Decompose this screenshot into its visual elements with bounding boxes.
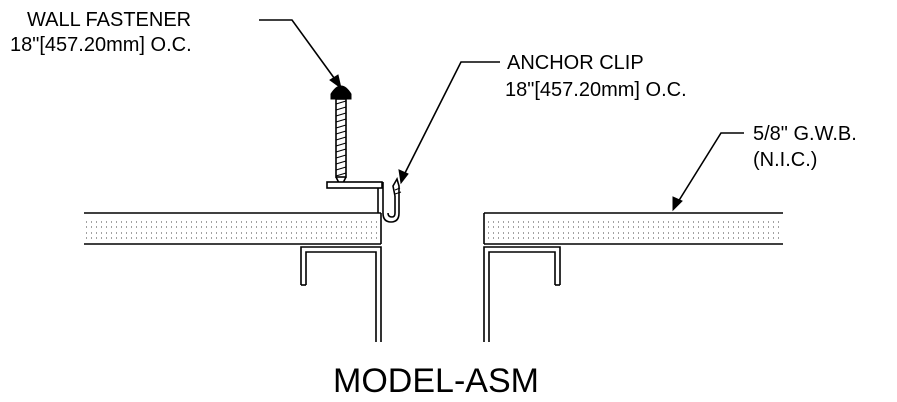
left-stud-channel xyxy=(300,246,382,342)
anchor-clip-spacing: 18"[457.20mm] O.C. xyxy=(505,79,687,101)
wall-fastener-label: WALL FASTENER xyxy=(27,9,191,31)
leader-anchor-clip xyxy=(398,61,500,185)
leader-wall-fastener xyxy=(259,19,342,90)
left-gypsum-board xyxy=(84,212,382,245)
right-gypsum-board xyxy=(483,212,783,245)
wall-fastener-spacing: 18"[457.20mm] O.C. xyxy=(10,34,192,56)
gwb-note: (N.I.C.) xyxy=(753,149,817,171)
right-stud-channel xyxy=(483,246,561,342)
anchor-clip xyxy=(326,176,402,223)
gwb-label: 5/8" G.W.B. xyxy=(753,123,857,145)
wall-fastener-screw xyxy=(330,85,352,189)
anchor-clip-label: ANCHOR CLIP xyxy=(507,52,644,74)
drawing-title: MODEL-ASM xyxy=(333,362,539,400)
leader-gwb xyxy=(672,132,744,212)
